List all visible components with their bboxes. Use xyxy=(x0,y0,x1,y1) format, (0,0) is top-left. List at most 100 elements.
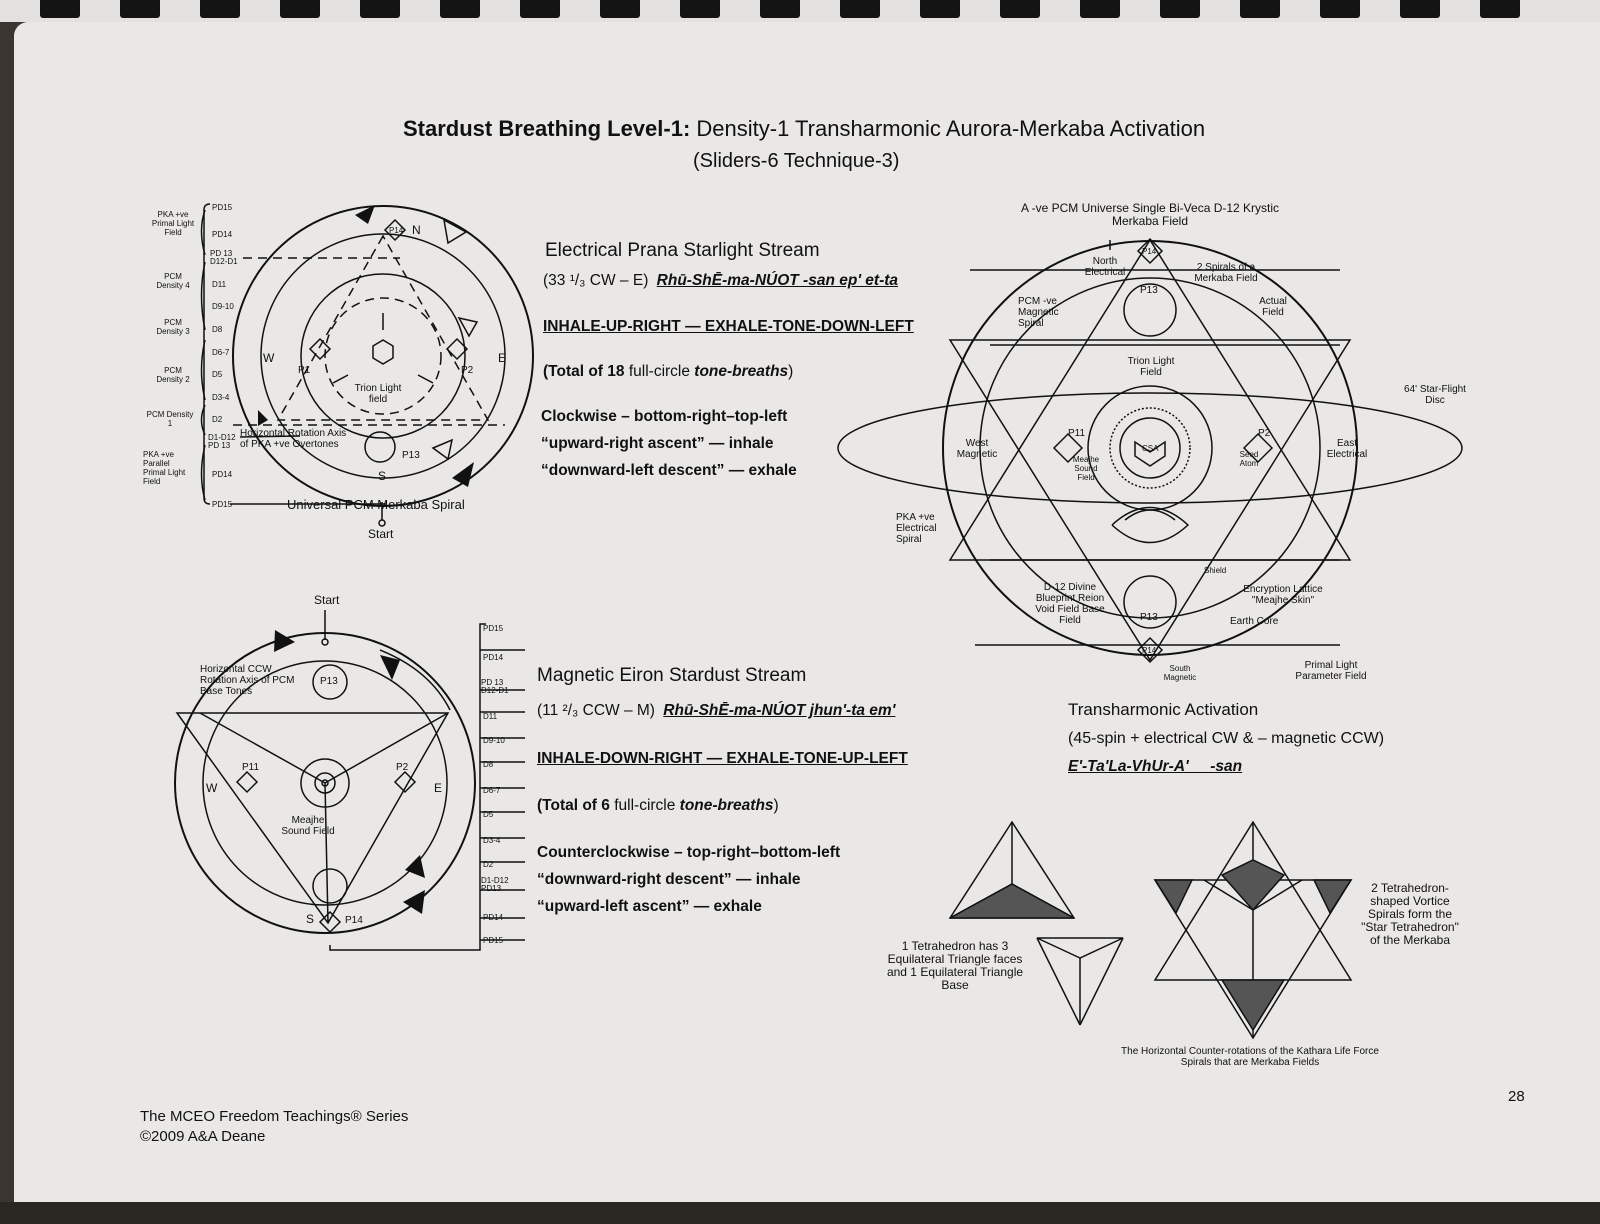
magnetic-total: (Total of 6 full-circle tone-breaths) xyxy=(537,797,779,815)
d1-scale-8: D3-4 xyxy=(212,393,230,402)
electrical-ratio: (33 ¹/₃ CW – E) Rhū-ShĒ-ma-NÚOT -san ep'… xyxy=(543,272,898,290)
d2-scale-1: PD14 xyxy=(483,653,504,662)
d3-trion: Trion Light Field xyxy=(1127,356,1175,378)
d3-pcm: PCM -ve Magnetic Spiral xyxy=(1018,296,1059,329)
magnetic-line1: Counterclockwise – top-right–bottom-left xyxy=(537,844,841,861)
page-number: 28 xyxy=(1508,1088,1525,1105)
title-bold: Stardust Breathing Level-1: xyxy=(403,116,691,141)
d2-scale-12: PD15 xyxy=(483,936,504,945)
binding-ring xyxy=(120,0,160,18)
tetra-caption-1: 1 Tetrahedron has 3 Equilateral Triangle… xyxy=(886,939,1024,992)
d2-south: S xyxy=(306,912,315,926)
d3-top-label: A -ve PCM Universe Single Bi-Veca D-12 K… xyxy=(1020,201,1280,228)
binding-ring xyxy=(40,0,80,18)
d3-seed: Seed Atom xyxy=(1239,450,1259,468)
binding-ring xyxy=(1080,0,1120,18)
d3-p13-bottom: P13 xyxy=(1140,612,1158,623)
d1-p1: P1 xyxy=(298,365,311,376)
d1-p2: P2 xyxy=(461,365,474,376)
d3-spirals: 2 Spirals of a Merkaba Field xyxy=(1194,262,1258,284)
d3-star-disc: 64' Star-Flight Disc xyxy=(1404,384,1466,406)
d1-scale-5: D8 xyxy=(212,325,223,334)
magnetic-total-d: ) xyxy=(773,797,779,814)
d1-scale-6: D6-7 xyxy=(212,348,230,357)
magnetic-mantra: Rhū-ShĒ-ma-NÚOT jhun'-ta em' xyxy=(663,702,896,719)
d2-p13: P13 xyxy=(320,676,338,687)
binding-ring xyxy=(200,0,240,18)
transharmonic-mantra: E'-Ta'La-VhUr-A' -san xyxy=(1068,758,1243,775)
d2-west: W xyxy=(206,781,218,795)
d3-earth: Earth Core xyxy=(1230,616,1279,627)
binding-ring xyxy=(920,0,960,18)
d3-encryption: Encryption Lattice "Meajhe Skin" xyxy=(1243,584,1323,606)
d1-scale-3: D11 xyxy=(212,280,227,289)
electrical-heading: Electrical Prana Starlight Stream xyxy=(545,240,820,261)
d3-actual: Actual Field xyxy=(1259,296,1287,318)
d2-scale-8: D3-4 xyxy=(483,836,501,845)
electrical-total-b: full-circle xyxy=(624,363,695,380)
magnetic-ratio-text: (11 ²/₃ CCW – M) xyxy=(537,702,655,719)
d2-p2: P2 xyxy=(396,762,409,773)
binding-ring xyxy=(360,0,400,18)
d2-scale-4: D9-10 xyxy=(483,736,505,745)
d2-p11: P11 xyxy=(242,762,260,773)
transharmonic-detail: (45-spin + electrical CW & – magnetic CC… xyxy=(1068,730,1385,747)
magnetic-line3: “upward-left ascent” — exhale xyxy=(537,898,762,915)
d1-scale-9: D2 xyxy=(212,415,223,424)
tetrahedron-single xyxy=(948,820,1124,1026)
title-rest: Density-1 Transharmonic Aurora-Merkaba A… xyxy=(690,116,1206,141)
transharmonic-heading: Transharmonic Activation xyxy=(1068,700,1259,719)
d3-shield: Shield xyxy=(1204,566,1227,575)
d1-scale-0: PD15 xyxy=(212,203,233,212)
electrical-instruction: INHALE-UP-RIGHT — EXHALE-TONE-DOWN-LEFT xyxy=(543,318,914,335)
d3-csa: CSA xyxy=(1142,444,1159,453)
diagram-merkaba-field xyxy=(837,237,1463,664)
d3-primal: Primal Light Parameter Field xyxy=(1295,660,1367,682)
electrical-total-c: tone-breaths xyxy=(694,363,789,380)
d1-east: E xyxy=(498,351,507,365)
electrical-ratio-text: (33 ¹/₃ CW – E) xyxy=(543,272,649,289)
d1-south: S xyxy=(378,469,387,483)
binding-ring xyxy=(440,0,480,18)
d3-east: East Electrical xyxy=(1326,438,1368,460)
binding-ring xyxy=(680,0,720,18)
magnetic-total-c: tone-breaths xyxy=(679,797,774,814)
magnetic-total-b: full-circle xyxy=(609,797,680,814)
d1-label-pcm-d1: PCM Density 1 xyxy=(146,410,194,428)
d2-start: Start xyxy=(314,593,340,607)
binding-ring xyxy=(520,0,560,18)
d2-scale-11: PD14 xyxy=(483,913,504,922)
binding-ring xyxy=(1000,0,1040,18)
binding-ring xyxy=(1320,0,1360,18)
d1-label-pcm-d4: PCM Density 4 xyxy=(156,272,190,290)
binding-ring xyxy=(280,0,320,18)
d2-p14: P14 xyxy=(345,915,363,926)
d3-west: West Magnetic xyxy=(956,438,998,460)
d1-label-pcm-d3: PCM Density 3 xyxy=(156,318,190,336)
binding-ring xyxy=(1160,0,1200,18)
d1-scale-4: D9-10 xyxy=(212,302,234,311)
d1-west: W xyxy=(263,351,275,365)
page-title: Stardust Breathing Level-1: Density-1 Tr… xyxy=(403,116,1205,142)
page-subtitle: (Sliders-6 Technique-3) xyxy=(693,150,900,172)
d1-start: Start xyxy=(368,527,394,541)
d2-scale-7: D5 xyxy=(483,810,494,819)
table-edge xyxy=(0,1202,1600,1224)
binding-ring xyxy=(1480,0,1520,18)
d2-scale-5: D8 xyxy=(483,760,494,769)
d1-trion: Trion Light field xyxy=(354,383,402,405)
magnetic-instruction: INHALE-DOWN-RIGHT — EXHALE-TONE-UP-LEFT xyxy=(537,750,908,767)
electrical-total-a: (Total of 18 xyxy=(543,363,625,380)
footer-copyright: ©2009 A&A Deane xyxy=(140,1128,266,1145)
diagram-electrical-stream xyxy=(200,203,534,527)
d1-north: N xyxy=(412,223,421,237)
d1-scale-7: D5 xyxy=(212,370,223,379)
magnetic-ratio: (11 ²/₃ CCW – M) Rhū-ShĒ-ma-NÚOT jhun'-t… xyxy=(537,702,895,720)
d2-scale-0: PD15 xyxy=(483,624,504,633)
magnetic-total-a: (Total of 6 xyxy=(537,797,610,814)
tetra-caption-3: The Horizontal Counter-rotations of the … xyxy=(1121,1046,1379,1068)
electrical-total-d: ) xyxy=(788,363,794,380)
d1-horizontal-axis: Horizontal Rotation Axis of PKA +ve Over… xyxy=(240,428,347,450)
d2-horizontal-axis: Horizontal CCW Rotation Axis of PCM Base… xyxy=(200,664,295,697)
